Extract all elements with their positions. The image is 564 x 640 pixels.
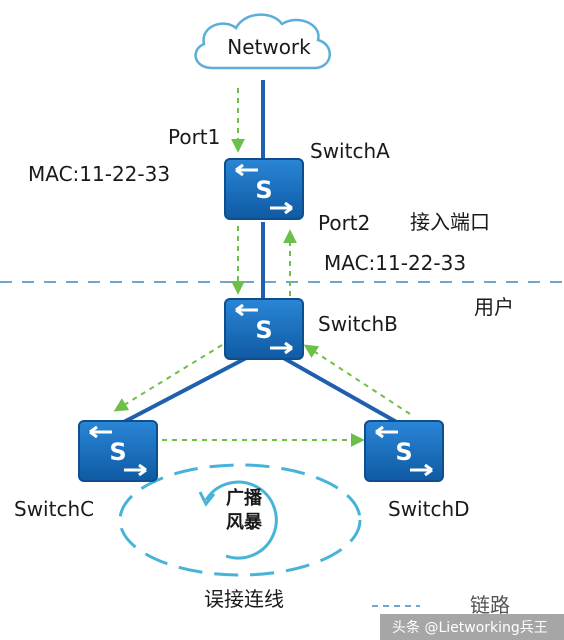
switch-a[interactable]: S: [224, 158, 304, 220]
watermark-ghost-text: 链路: [470, 593, 510, 617]
broadcast-storm-label-line2: 风暴: [226, 512, 263, 533]
switch-c-icon-letter: S: [109, 438, 126, 466]
link-switchb-switchd: [279, 354, 401, 426]
network-label: Network: [227, 35, 311, 59]
watermark-band: [380, 614, 564, 640]
switch-a-icon-letter: S: [255, 176, 272, 204]
switch-d[interactable]: S: [364, 420, 444, 482]
flow-switchb-to-switchc: [113, 344, 223, 412]
watermark-text: 头条 @Lietworking兵王: [392, 619, 548, 636]
broadcast-storm-icon: [198, 480, 278, 560]
switch-b-icon-letter: S: [255, 316, 272, 344]
miswiring-label: 误接连线: [204, 587, 284, 611]
access-port-label: 接入端口: [410, 210, 490, 234]
broadcast-storm-label-line1: 广播: [226, 487, 263, 509]
switch-a-label: SwitchA: [310, 139, 390, 163]
switch-c[interactable]: S: [78, 420, 158, 482]
switch-d-label: SwitchD: [388, 497, 470, 521]
miswiring-loop: [118, 463, 362, 577]
flow-switchd-to-switchb: [303, 344, 411, 415]
switch-c-label: SwitchC: [14, 497, 94, 521]
switch-d-icon-letter: S: [395, 438, 412, 466]
network-cloud-icon: [194, 13, 331, 70]
switch-b[interactable]: S: [224, 298, 304, 360]
switch-b-label: SwitchB: [318, 312, 398, 336]
port2-label: Port2: [318, 211, 370, 235]
port1-mac-label: MAC:11-22-33: [28, 162, 170, 186]
user-label: 用户: [474, 295, 514, 319]
port2-mac-label: MAC:11-22-33: [324, 251, 466, 275]
port1-label: Port1: [168, 125, 220, 149]
link-switchb-switchc: [119, 354, 251, 426]
